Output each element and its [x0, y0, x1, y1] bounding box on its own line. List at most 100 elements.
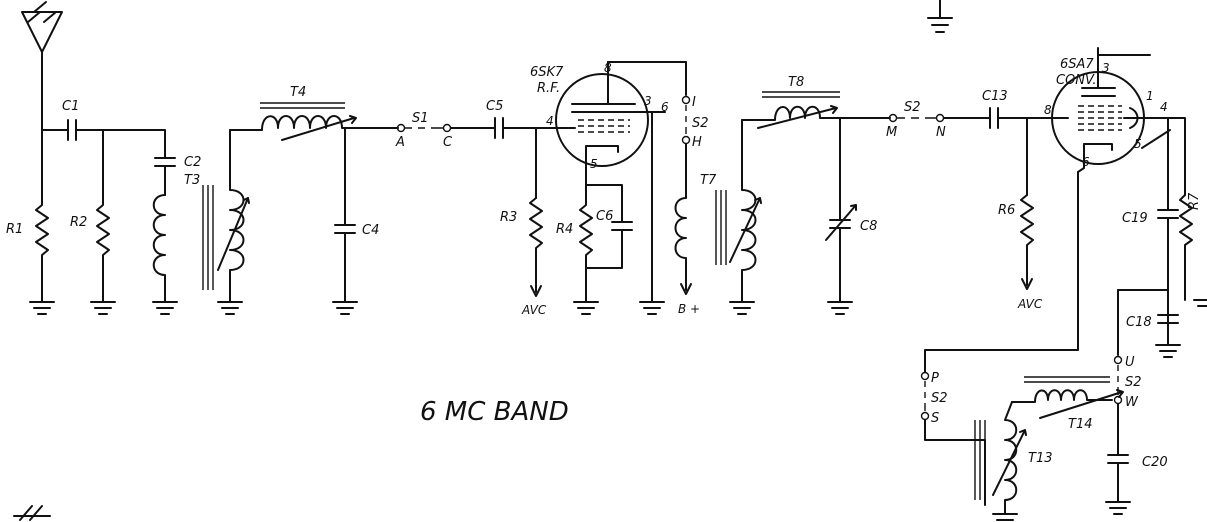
label-a: A — [395, 135, 405, 150]
label-t14: T14 — [1068, 417, 1092, 432]
label-c13: C13 — [982, 89, 1008, 104]
coil-t4: T4 — [229, 85, 357, 141]
pin-rf-6: 6 — [661, 100, 669, 114]
label-i: I — [692, 95, 696, 110]
ground-symbol — [729, 299, 755, 315]
wire — [924, 419, 986, 506]
label-c8: C8 — [860, 219, 877, 234]
switch-s2-uw: U S2 W — [1113, 355, 1142, 410]
ground-symbol — [1105, 499, 1131, 515]
ground-r7 — [1184, 279, 1207, 307]
label-s2-c: S2 — [931, 391, 948, 406]
label-c18: C18 — [1126, 315, 1152, 330]
label-r7: R7 — [1187, 192, 1202, 210]
capacitor-c6: C6 — [585, 209, 633, 301]
label-avc-2: AVC — [1017, 297, 1043, 311]
t7-core — [715, 190, 727, 265]
capacitor-c18: C18 — [1126, 314, 1179, 346]
label-p: P — [931, 371, 939, 386]
pin-rf-8: 8 — [604, 61, 612, 75]
coil-t13: T13 — [974, 401, 1052, 513]
label-r2: R2 — [70, 215, 87, 230]
label-s2-b: S2 — [904, 100, 921, 115]
ground-symbol — [827, 299, 853, 315]
wire — [924, 171, 1079, 373]
label-r3: R3 — [500, 210, 517, 225]
ground-symbol — [573, 299, 599, 315]
ground-symbol — [90, 299, 116, 315]
switch-s2-ih: I S2 H — [681, 95, 709, 150]
label-h: H — [692, 135, 702, 150]
coil-t14: T14 — [1011, 376, 1124, 432]
pin-rf-5: 5 — [590, 157, 598, 171]
pin-rf-3: 3 — [644, 94, 652, 108]
label-r1: R1 — [6, 222, 23, 237]
label-c2: C2 — [184, 155, 201, 170]
label-6sk7: 6SK7 — [530, 65, 564, 80]
capacitor-c5: C5 — [486, 99, 504, 139]
label-t13: T13 — [1028, 451, 1052, 466]
coil-t7-secondary — [729, 119, 762, 301]
capacitor-c4: C4 — [334, 223, 379, 301]
label-s: S — [931, 411, 939, 426]
ground-c18 — [1155, 344, 1181, 358]
label-c1: C1 — [62, 99, 79, 114]
pin-cv-6: 6 — [1082, 155, 1090, 169]
wire — [607, 61, 687, 96]
label-t8: T8 — [788, 75, 804, 90]
resistor-r1: R1 — [6, 129, 49, 301]
capacitor-c20: C20 — [1107, 454, 1168, 501]
switch-s2-ps: P S2 S — [920, 371, 948, 426]
label-c5: C5 — [486, 99, 503, 114]
wire — [1164, 117, 1169, 211]
label-t4: T4 — [290, 85, 306, 100]
ground-top — [927, 0, 953, 33]
capacitor-c1: C1 — [62, 99, 79, 141]
label-t3: T3 — [184, 173, 200, 188]
resistor-r7: R7 — [1179, 192, 1202, 281]
label-s2-d: S2 — [1125, 375, 1142, 390]
antenna-fragment — [13, 505, 51, 521]
label-m: M — [886, 125, 897, 140]
label-s2-a: S2 — [692, 116, 709, 131]
pin-cv-4: 4 — [1160, 100, 1168, 114]
ground-symbol — [992, 511, 1018, 521]
ground-symbol — [332, 299, 358, 315]
label-t7: T7 — [700, 173, 717, 188]
pin-cv-8: 8 — [1044, 103, 1052, 117]
tube-6sa7: 6SA7 CONV. 3 1 4 8 5 6 — [1044, 47, 1171, 173]
pin-cv-5: 5 — [1134, 137, 1142, 151]
label-bplus: B + — [678, 302, 700, 316]
label-c6: C6 — [596, 209, 613, 224]
resistor-r4: R4 — [556, 184, 623, 269]
label-u: U — [1125, 355, 1135, 370]
switch-s1: S1 A C — [395, 111, 453, 150]
capacitor-c8: C8 — [825, 204, 877, 301]
ground-symbol — [29, 299, 55, 315]
resistor-r6: R6 AVC — [998, 194, 1043, 311]
coil-t8: T8 — [741, 75, 841, 129]
wire — [1164, 117, 1186, 196]
ground-symbol — [639, 299, 665, 315]
ground-symbol — [217, 299, 243, 315]
capacitor-c2: C2 — [154, 155, 201, 196]
resistor-r2: R2 — [70, 199, 110, 301]
wire — [1117, 289, 1169, 346]
label-c: C — [443, 135, 453, 150]
band-label: 6 MC BAND — [420, 397, 569, 427]
pin-rf-4: 4 — [546, 114, 554, 128]
label-w: W — [1125, 395, 1139, 410]
label-r6: R6 — [998, 203, 1015, 218]
label-avc-1: AVC — [521, 303, 547, 317]
label-rf: R.F. — [537, 81, 560, 96]
tube-6sk7: 6SK7 R.F. 8 3 6 4 5 — [530, 61, 669, 186]
wire — [75, 129, 166, 159]
label-6sa7: 6SA7 — [1060, 57, 1094, 72]
resistor-r3: R3 AVC — [500, 197, 547, 317]
pin-cv-3: 3 — [1102, 61, 1110, 75]
coil-t7-primary: B + — [674, 143, 700, 316]
switch-s2-mn: S2 M N — [886, 100, 946, 140]
antenna-symbol — [21, 1, 63, 131]
